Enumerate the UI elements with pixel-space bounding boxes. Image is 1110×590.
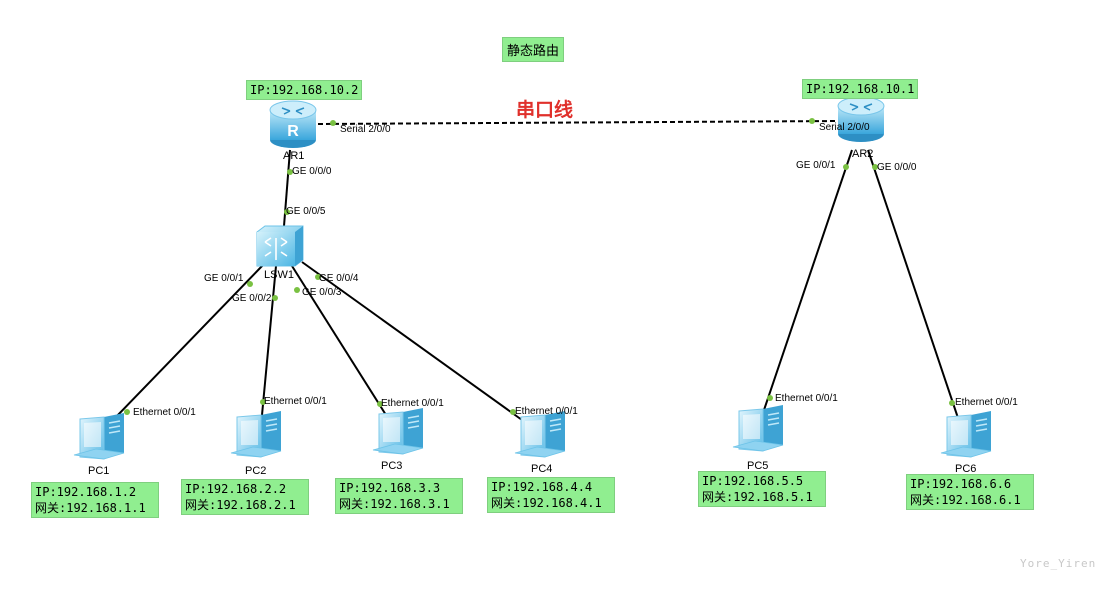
pc3-ip: IP:192.168.3.3 <box>339 481 441 495</box>
watermark: Yore_Yiren <box>1020 557 1097 570</box>
ar2-ip-label: IP:192.168.10.1 <box>802 79 919 99</box>
pc5-address-box: IP:192.168.5.5 网关:192.168.5.1 <box>698 471 826 507</box>
pc6-ip: IP:192.168.6.6 <box>910 477 1012 491</box>
pc5-ip: IP:192.168.5.5 <box>702 474 804 488</box>
switch-icon[interactable] <box>256 225 304 267</box>
ar1-ip-label: IP:192.168.10.2 <box>246 80 363 100</box>
pc1-gateway: 网关:192.168.1.1 <box>35 501 146 515</box>
serial-cable-label: 串口线 <box>516 99 574 121</box>
lsw1-ge4-label: GE 0/0/4 <box>319 273 359 284</box>
serial-link <box>317 120 841 125</box>
pc1-port-label: Ethernet 0/0/1 <box>133 407 196 418</box>
link-ar2-pc5 <box>763 149 853 411</box>
pc3-gateway: 网关:192.168.3.1 <box>339 497 450 511</box>
pc6-address-box: IP:192.168.6.6 网关:192.168.6.1 <box>906 474 1034 510</box>
pc-icon[interactable] <box>514 411 566 458</box>
pc-icons <box>73 405 992 460</box>
pc1-address-box: IP:192.168.1.2 网关:192.168.1.1 <box>31 482 159 518</box>
lsw1-ge3-label: GE 0/0/3 <box>302 287 342 298</box>
pc1-ip: IP:192.168.1.2 <box>35 485 137 499</box>
pc4-name: PC4 <box>531 463 553 475</box>
pc5-name: PC5 <box>747 460 769 472</box>
pc1-name: PC1 <box>88 465 110 477</box>
pc2-gateway: 网关:192.168.2.1 <box>185 498 296 512</box>
ar2-name: AR2 <box>852 148 874 160</box>
pc3-port-label: Ethernet 0/0/1 <box>381 398 444 409</box>
pc4-ip: IP:192.168.4.4 <box>491 480 593 494</box>
lsw1-name: LSW1 <box>264 269 294 281</box>
pc4-port-label: Ethernet 0/0/1 <box>515 406 578 417</box>
lsw1-ge2-label: GE 0/0/2 <box>232 293 272 304</box>
pc-icon[interactable] <box>372 408 424 455</box>
link-lsw1-pc1 <box>114 264 264 419</box>
link-ar2-pc6 <box>867 149 959 419</box>
pc2-port-label: Ethernet 0/0/1 <box>264 396 327 407</box>
pc6-gateway: 网关:192.168.6.1 <box>910 493 1021 507</box>
ar1-serial-port-label: Serial 2/0/0 <box>340 124 391 135</box>
pc5-gateway: 网关:192.168.5.1 <box>702 490 813 504</box>
ar1-name: AR1 <box>283 150 305 162</box>
pc-icon[interactable] <box>940 411 992 458</box>
lsw1-ge5-label: GE 0/0/5 <box>286 206 326 217</box>
pc6-port-label: Ethernet 0/0/1 <box>955 397 1018 408</box>
links <box>114 120 959 421</box>
pc4-gateway: 网关:192.168.4.1 <box>491 496 602 510</box>
pc2-name: PC2 <box>245 465 267 477</box>
router-icon[interactable] <box>837 96 885 142</box>
pc5-port-label: Ethernet 0/0/1 <box>775 393 838 404</box>
pc2-ip: IP:192.168.2.2 <box>185 482 287 496</box>
link-lsw1-pc4 <box>301 261 523 421</box>
page-title: 静态路由 <box>502 37 565 62</box>
lsw1-ge1-label: GE 0/0/1 <box>204 273 244 284</box>
ar2-serial-port-label: Serial 2/0/0 <box>819 122 870 133</box>
pc3-address-box: IP:192.168.3.3 网关:192.168.3.1 <box>335 478 463 514</box>
pc4-address-box: IP:192.168.4.4 网关:192.168.4.1 <box>487 477 615 513</box>
pc6-name: PC6 <box>955 463 977 475</box>
ar2-ge0-label: GE 0/0/0 <box>877 162 917 173</box>
link-lsw1-pc2 <box>261 265 277 416</box>
pc2-address-box: IP:192.168.2.2 网关:192.168.2.1 <box>181 479 309 515</box>
pc-icon[interactable] <box>732 405 784 452</box>
link-lsw1-pc3 <box>291 265 387 416</box>
port-dots <box>124 118 955 415</box>
pc-icon[interactable] <box>73 413 125 460</box>
pc-icon[interactable] <box>230 411 282 458</box>
ar2-ge1-label: GE 0/0/1 <box>796 160 836 171</box>
router-icon[interactable]: R <box>269 100 317 148</box>
pc3-name: PC3 <box>381 460 403 472</box>
ar1-ge0-label: GE 0/0/0 <box>292 166 332 177</box>
svg-text:R: R <box>287 123 299 140</box>
